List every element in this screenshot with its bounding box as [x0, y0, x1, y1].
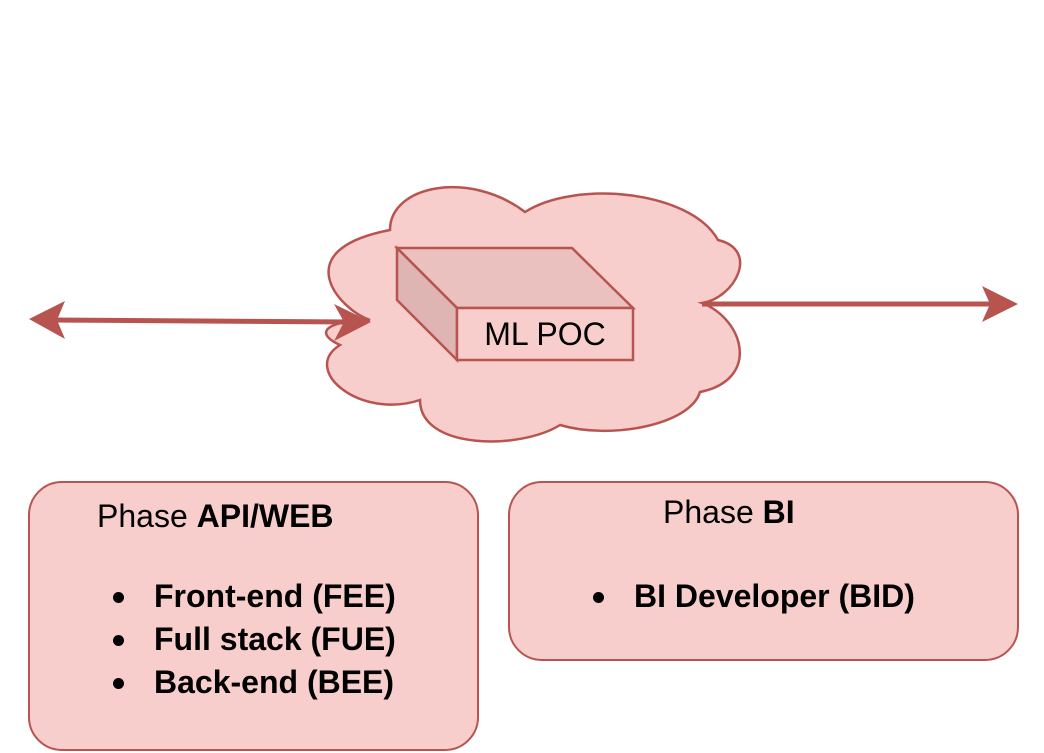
bullet-icon: [593, 592, 604, 603]
left-arrowhead-icon: [29, 301, 65, 339]
left-edge-line[interactable]: [51, 317, 353, 325]
role-item: Front-end (FEE): [110, 575, 396, 618]
bullet-icon: [113, 592, 124, 603]
bullet-icon: [113, 635, 124, 646]
cube-front-face[interactable]: [455, 306, 635, 362]
role-item: BI Developer (BID): [590, 575, 915, 618]
right-arrowhead-icon: [982, 286, 1018, 322]
role-item: Back-end (BEE): [110, 661, 396, 704]
phase-api-web-roles: Front-end (FEE) Full stack (FUE) Back-en…: [110, 575, 396, 704]
role-item: Full stack (FUE): [110, 618, 396, 661]
ml-poc-label: ML POC: [484, 315, 606, 352]
phase-bi-title: Phase BI: [663, 494, 795, 530]
phase-api-web-box[interactable]: Phase API/WEB Front-end (FEE) Full stack…: [28, 481, 479, 751]
bullet-icon: [113, 678, 124, 689]
phase-bi-box[interactable]: Phase BI BI Developer (BID): [508, 481, 1019, 661]
phase-bi-roles: BI Developer (BID): [590, 575, 915, 618]
phase-api-web-title: Phase API/WEB: [97, 498, 334, 534]
left-edge-target-arrowhead-icon: [334, 304, 371, 341]
